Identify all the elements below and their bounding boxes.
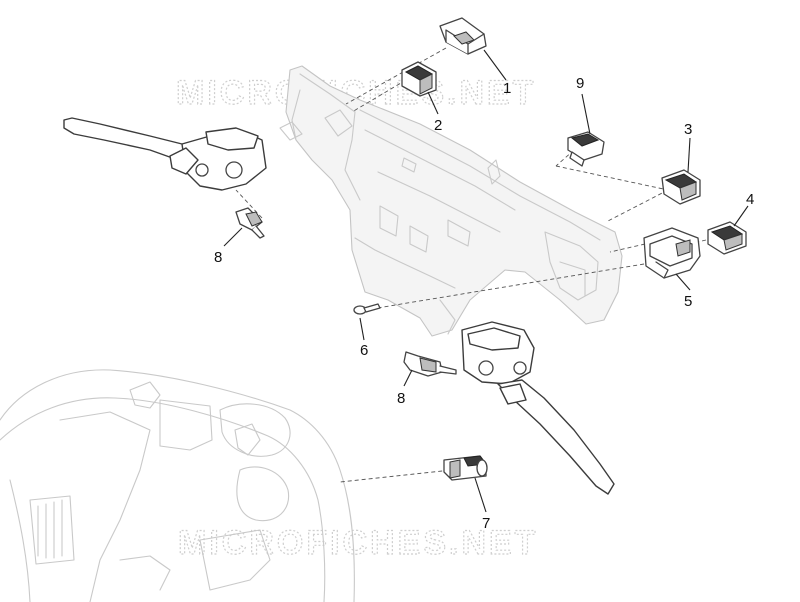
callout-9: 9 [576, 75, 584, 92]
callout-8-left: 8 [214, 249, 222, 266]
callout-3: 3 [684, 121, 692, 138]
switch-part-1 [439, 17, 487, 55]
screw-part-6 [353, 303, 381, 315]
front-shield [0, 369, 355, 602]
handlebar-housing [279, 65, 623, 337]
brake-switch-part-8-left [235, 207, 265, 239]
callout-4: 4 [746, 191, 754, 208]
callout-leaders [223, 49, 749, 513]
left-brake-lever [63, 117, 267, 191]
callout-7: 7 [482, 515, 490, 532]
switch-module-part-5 [643, 227, 701, 279]
callout-1: 1 [503, 80, 511, 97]
brake-switch-part-8-right [403, 351, 457, 377]
switch-part-2 [401, 61, 437, 97]
callout-6: 6 [360, 342, 368, 359]
connector-part-4 [707, 221, 747, 255]
callout-labels: 1 2 9 3 4 5 6 7 8 8 [214, 75, 754, 532]
callout-2: 2 [434, 117, 442, 134]
callout-5: 5 [684, 293, 692, 310]
socket-part-7 [443, 455, 488, 481]
watermark-bottom: MICROFICHES.NET [178, 524, 538, 562]
switch-part-3 [661, 169, 701, 205]
right-brake-lever [461, 321, 615, 495]
switch-part-9 [567, 131, 605, 167]
callout-8-right: 8 [397, 390, 405, 407]
